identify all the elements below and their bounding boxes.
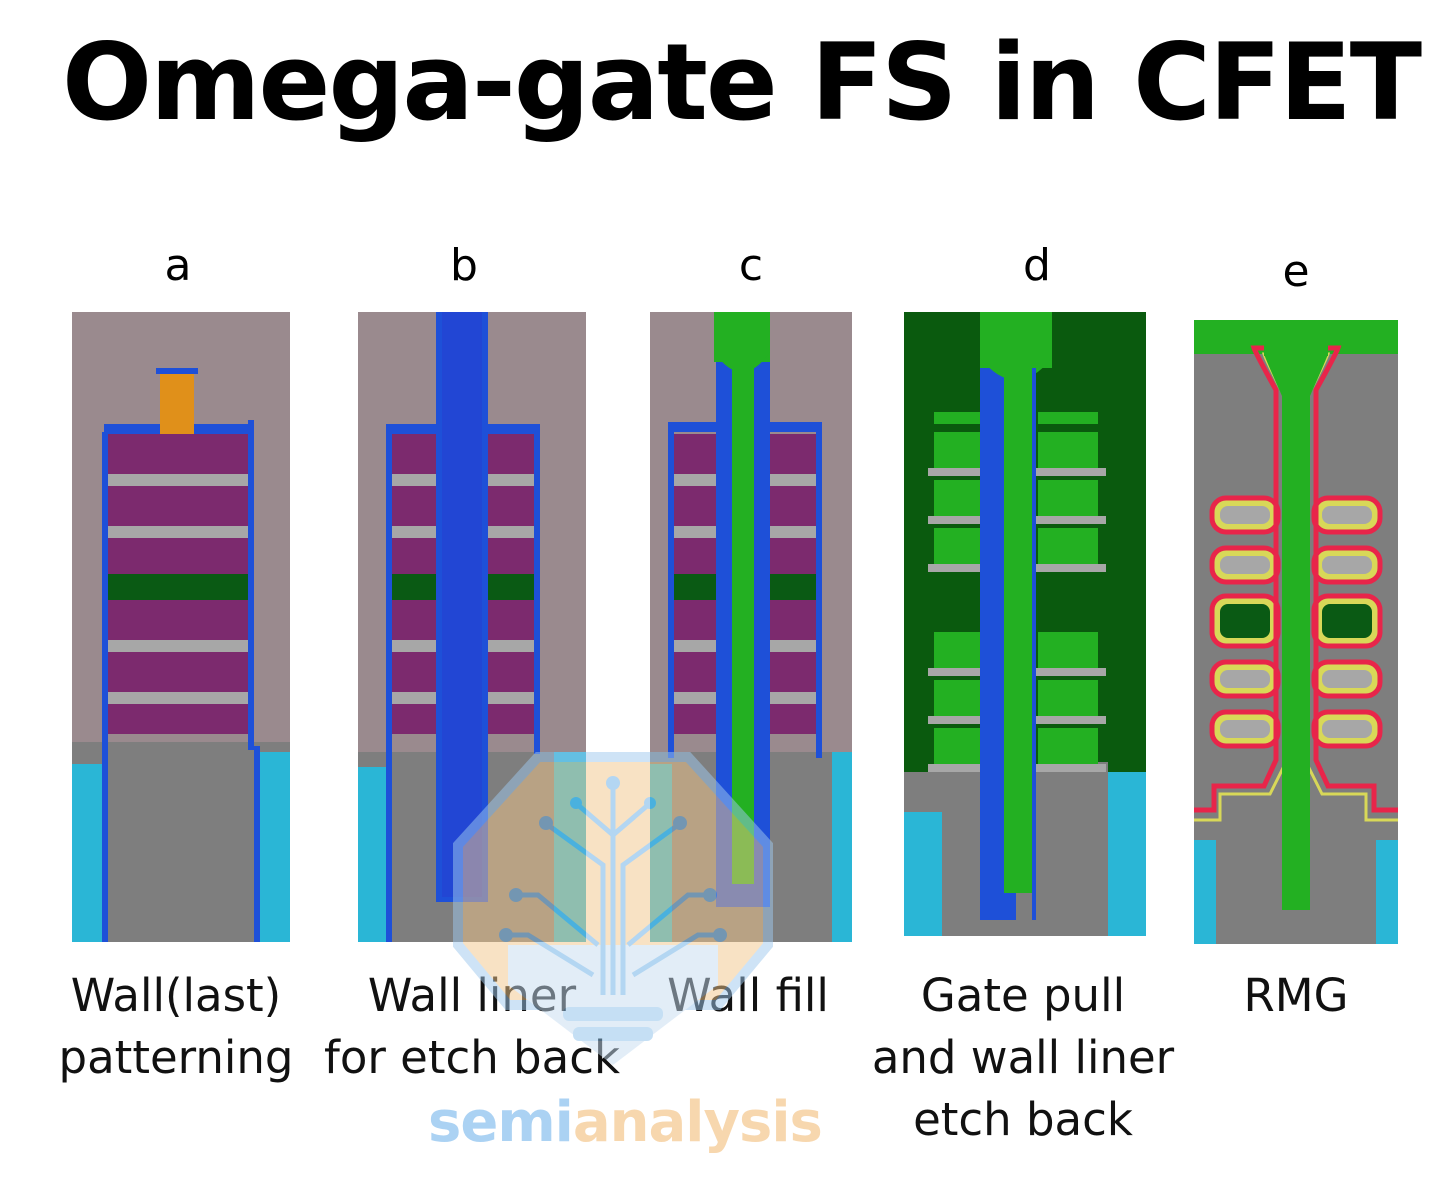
nanosheet [928,468,1004,476]
caption-d-line-3: etch back [913,1093,1133,1146]
caption-d: Gate pull and wall liner etch back [863,965,1183,1151]
watermark-text: semianalysis [428,1090,823,1155]
panel-c-wall-fill [650,312,852,942]
nanosheet [1032,564,1106,572]
nanosheet [1032,764,1106,772]
si-channel [1220,556,1270,574]
caption-b: Wall liner for etch back [312,965,632,1089]
step-letter-e: e [1282,246,1310,297]
nanosheet [928,764,1004,772]
watermark-text-part2: analysis [572,1090,823,1155]
sige-layer [108,704,248,734]
step-letter-d: d [1023,240,1051,291]
step-letter-a: a [164,240,192,291]
sige-layer [108,434,248,474]
si-channel [108,692,248,704]
caption-a-line-1: Wall(last) [70,969,282,1022]
caption-c: Wall fill [588,965,908,1027]
caption-e-line-1: RMG [1243,969,1349,1022]
nanosheet [1032,516,1106,524]
gate-block [1038,728,1098,766]
nanosheet [928,716,1004,724]
si-channel [1322,506,1372,524]
gate-block [1038,480,1098,518]
slide-title: Omega-gate FS in CFET [62,21,1422,144]
caption-b-line-1: Wall liner [367,969,577,1022]
caption-a: Wall(last) patterning [16,965,336,1089]
si-channel [1220,506,1270,524]
nanosheet [1032,716,1106,724]
si-channel [108,640,248,652]
caption-a-line-2: patterning [58,1031,294,1084]
sige-layer [108,652,248,692]
caption-b-line-2: for etch back [323,1031,620,1084]
caption-d-line-2: and wall liner [871,1031,1175,1084]
panel-a-wall-patterning [72,312,290,942]
nanosheet [928,516,1004,524]
nanosheet [1032,668,1106,676]
nanosheet [1032,468,1106,476]
si-channel [1322,720,1372,738]
step-letter-b: b [450,240,478,291]
caption-d-line-1: Gate pull [920,969,1126,1022]
si-channel [1220,720,1270,738]
panel-b-wall-liner [358,312,586,942]
nanosheet [928,668,1004,676]
caption-e: RMG [1136,965,1456,1027]
gate-block [1038,680,1098,718]
panel-e-rmg [1194,320,1398,944]
watermark-text-part1: semi [428,1090,574,1155]
gate-block [1038,528,1098,566]
sige-layer [108,486,248,526]
middle-dielectric [1038,584,1098,614]
step-letter-c: c [738,240,764,291]
si-channel [1322,556,1372,574]
caption-c-line-1: Wall fill [667,969,829,1022]
si-channel [108,474,248,486]
si-channel [1220,670,1270,688]
nanosheet [928,564,1004,572]
middle-dielectric [1322,604,1372,638]
middle-dielectric [108,574,248,600]
sige-layer [108,538,248,574]
panel-d-gate-pull [904,312,1146,936]
si-channel [1322,670,1372,688]
middle-dielectric [1220,604,1270,638]
si-channel [108,526,248,538]
gate-block [1038,632,1098,670]
gate-block [1038,432,1098,470]
gate-block [1038,412,1098,424]
sige-layer [108,600,248,640]
